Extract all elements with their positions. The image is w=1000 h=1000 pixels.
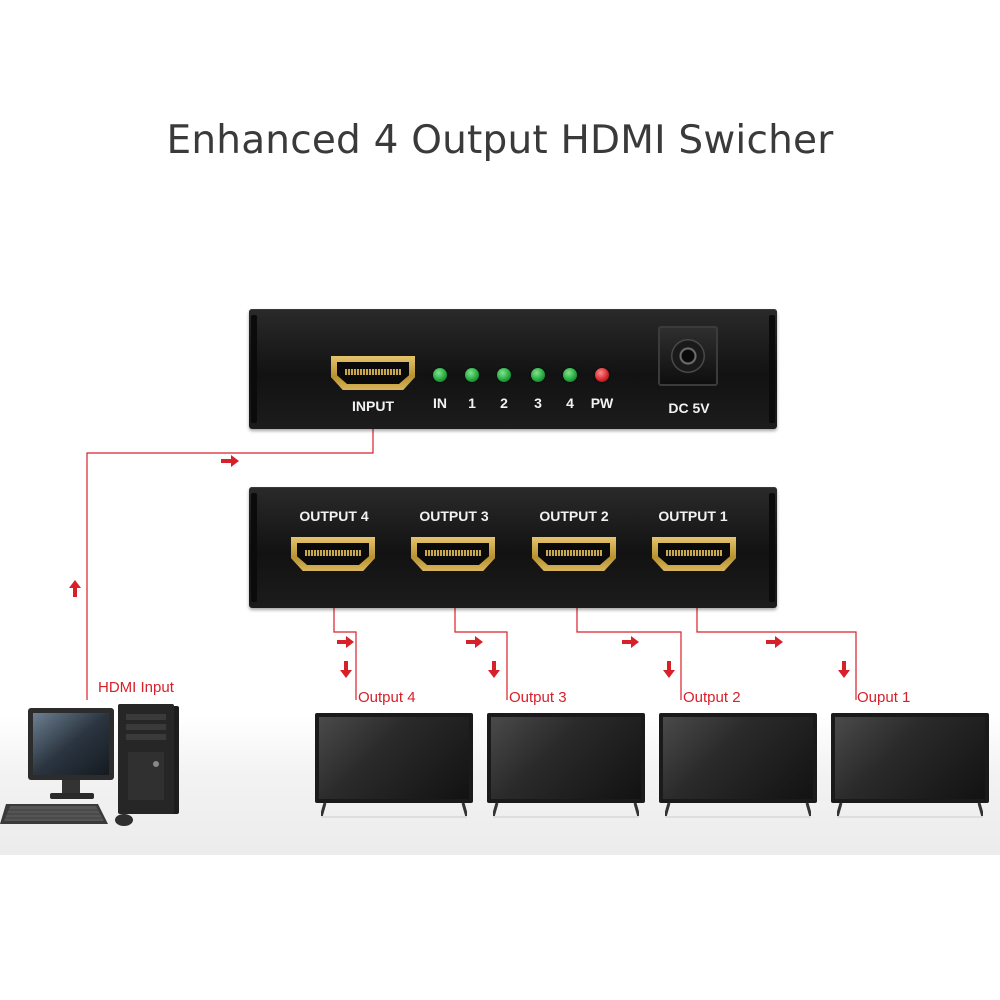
hdmi-output-port-3[interactable] (411, 537, 495, 571)
dc-power-jack[interactable] (658, 326, 718, 386)
tv-screen (835, 717, 985, 799)
hdmi-input-port[interactable] (331, 356, 415, 390)
arrow-up-icon (69, 580, 81, 597)
hdmi-port-pins (345, 369, 401, 375)
hdmi-port-pins (546, 550, 602, 556)
arrow-right-icon (622, 636, 639, 648)
led-label-1: 1 (468, 395, 476, 411)
desktop-computer-icon (0, 704, 179, 826)
power-label: DC 5V (668, 400, 710, 416)
tv-stand-icon (837, 803, 983, 818)
led-in (433, 368, 447, 382)
arrow-right-icon (221, 455, 239, 467)
tv-bezel (487, 713, 645, 803)
led-3 (531, 368, 545, 382)
tv-screen (319, 717, 469, 799)
tv-screen (663, 717, 813, 799)
led-1 (465, 368, 479, 382)
tv-display-3 (487, 713, 645, 821)
led-4 (563, 368, 577, 382)
led-label-3: 3 (534, 395, 542, 411)
hdmi-port-pins (666, 550, 722, 556)
hdmi-output-port-1[interactable] (652, 537, 736, 571)
input-port-label: INPUT (352, 398, 394, 414)
output-label-3: Output 3 (509, 689, 567, 706)
output-port-label: OUTPUT 4 (299, 508, 369, 524)
hdmi-port-pins (425, 550, 481, 556)
arrow-down-icon (838, 661, 850, 678)
arrow-down-icon (663, 661, 675, 678)
tv-stand-icon (493, 803, 639, 818)
led-label-in: IN (433, 395, 447, 411)
tv-display-4 (315, 713, 473, 821)
arrow-right-icon (337, 636, 354, 648)
led-label-2: 2 (500, 395, 508, 411)
hdmi-output-port-2[interactable] (532, 537, 616, 571)
output-label-2: Output 2 (683, 689, 741, 706)
tv-stand-icon (321, 803, 467, 818)
tv-bezel (659, 713, 817, 803)
hdmi-output-port-4[interactable] (291, 537, 375, 571)
hdmi-port-pins (305, 550, 361, 556)
led-label-pw: PW (590, 395, 614, 411)
tv-display-1 (831, 713, 989, 821)
output-label-1: Ouput 1 (857, 689, 911, 706)
dc-jack-socket (671, 339, 705, 373)
arrow-down-icon (488, 661, 500, 678)
led-power (595, 368, 609, 382)
led-2 (497, 368, 511, 382)
page-title: Enhanced 4 Output HDMI Swicher (166, 118, 834, 163)
tv-stand-icon (665, 803, 811, 818)
arrow-right-icon (766, 636, 783, 648)
arrow-right-icon (466, 636, 483, 648)
switcher-output-panel: OUTPUT 4 OUTPUT 3 OUTPUT 2 OUTPUT 1 (249, 487, 777, 608)
tv-display-2 (659, 713, 817, 821)
output-label-4: Output 4 (358, 689, 416, 706)
tv-screen (491, 717, 641, 799)
arrow-down-icon (340, 661, 352, 678)
output-port-label: OUTPUT 1 (658, 508, 728, 524)
tv-bezel (315, 713, 473, 803)
hdmi-input-label: HDMI Input (98, 679, 174, 696)
output-port-label: OUTPUT 2 (539, 508, 609, 524)
tv-bezel (831, 713, 989, 803)
led-label-4: 4 (566, 395, 574, 411)
output-port-label: OUTPUT 3 (419, 508, 489, 524)
